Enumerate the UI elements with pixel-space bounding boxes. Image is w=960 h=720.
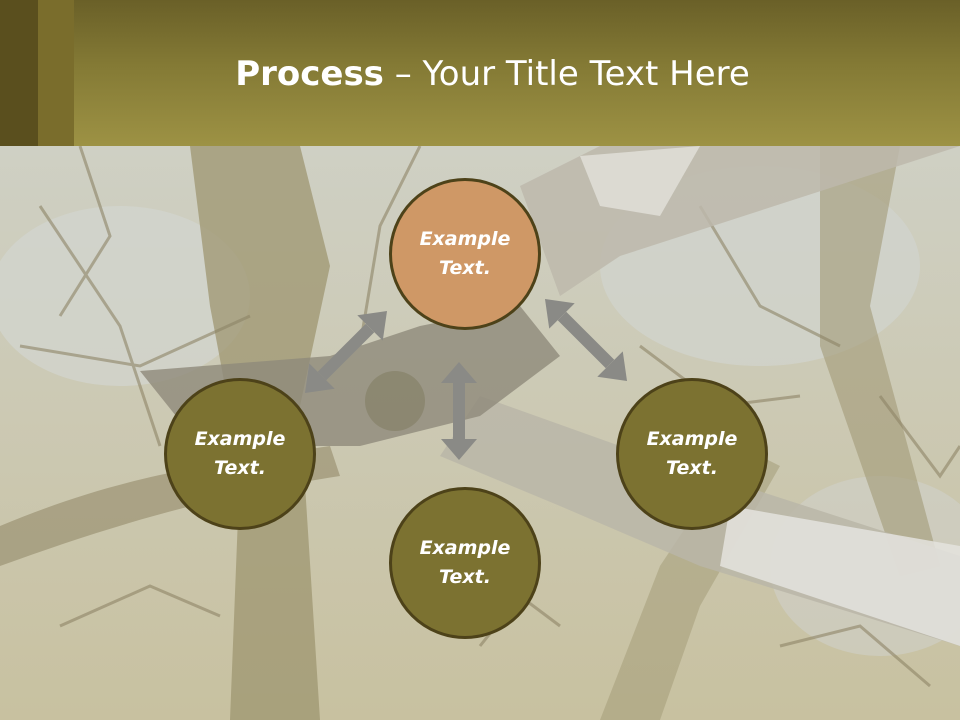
header-accent-strip bbox=[0, 0, 38, 146]
step-text: Example Text. bbox=[419, 537, 511, 588]
title-bar: Process – Your Title Text Here bbox=[0, 0, 960, 146]
process-step-left[interactable]: Example Text. bbox=[164, 378, 316, 530]
header-accent-strip bbox=[38, 0, 74, 146]
double-arrow-vertical-icon bbox=[441, 362, 477, 460]
title-rest-part: – Your Title Text Here bbox=[383, 54, 750, 94]
double-arrow-diagonal-right-icon bbox=[544, 298, 628, 382]
step-text: Example Text. bbox=[646, 428, 738, 479]
process-step-bottom[interactable]: Example Text. bbox=[389, 487, 541, 639]
step-text: Example Text. bbox=[194, 428, 286, 479]
title-bold-part: Process bbox=[235, 54, 384, 94]
double-arrow-diagonal-left-icon bbox=[304, 310, 388, 394]
step-text: Example Text. bbox=[419, 228, 511, 279]
process-step-top[interactable]: Example Text. bbox=[389, 178, 541, 330]
slide-title[interactable]: Process – Your Title Text Here bbox=[0, 52, 960, 96]
process-step-right[interactable]: Example Text. bbox=[616, 378, 768, 530]
